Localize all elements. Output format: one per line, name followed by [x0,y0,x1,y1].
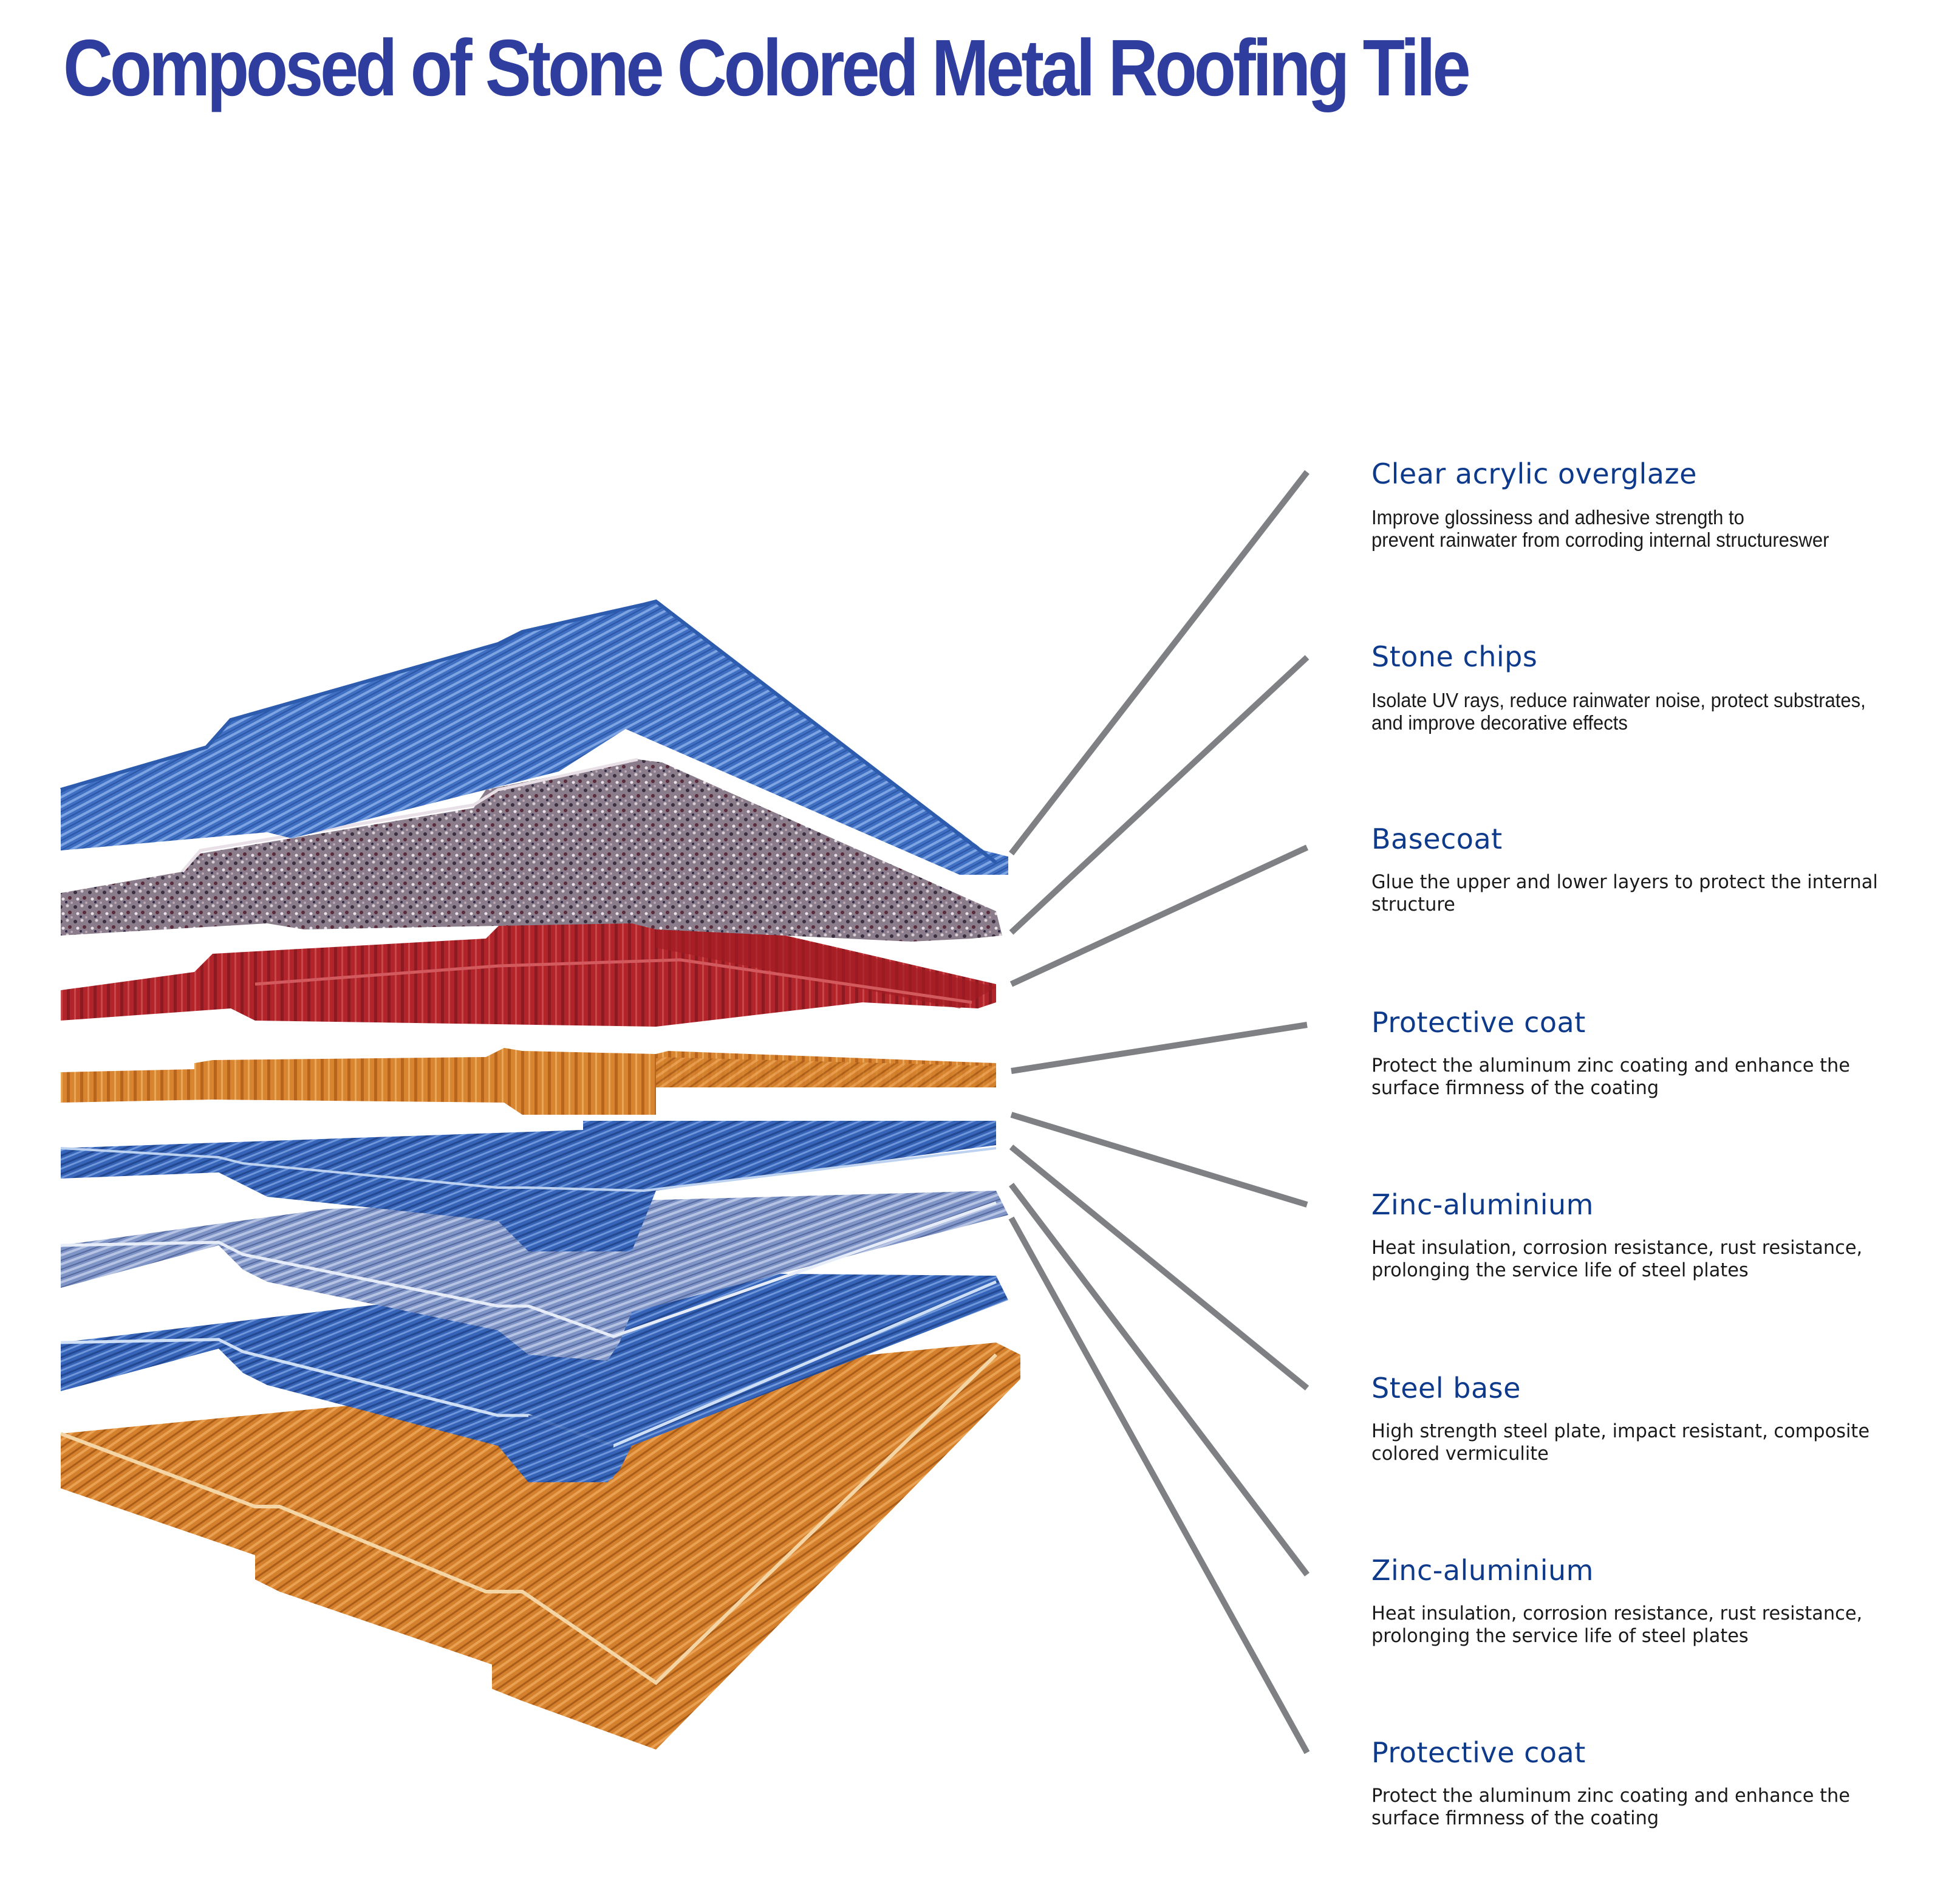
layer-description: High strength steel plate, impact resist… [1371,1420,1870,1465]
layer-steel-base [60,1191,1008,1361]
layer-label-basecoat: Basecoat Glue the upper and lower layers… [1371,825,1942,916]
layer-title: Steel base [1371,1372,1521,1405]
layer-description: Protect the aluminum zinc coating and en… [1371,1785,1850,1829]
layer-clear-acrylic-overglaze [60,599,1008,875]
layer-zinc-aluminium-upper [60,1121,997,1251]
leader-lines [1008,470,1310,1754]
layer-zinc-aluminium-lower [60,1273,1008,1482]
leader-line-protective-coat-1 [1011,1022,1308,1074]
layer-title: Basecoat [1371,823,1503,855]
leader-line-stone-chips [1009,655,1310,935]
layer-label-zinc-aluminium-2: Zinc-aluminium Heat insulation, corrosio… [1371,1556,1942,1648]
layer-description: Isolate UV rays, reduce rainwater noise,… [1371,689,1866,734]
leader-line-steel-base [1009,1145,1310,1391]
layer-description: Protect the aluminum zinc coating and en… [1371,1055,1850,1099]
layer-description: Glue the upper and lower layers to prote… [1371,871,1878,915]
layer-title: Protective coat [1371,1736,1586,1769]
leader-line-basecoat [1009,844,1309,987]
layer-title: Zinc-aluminium [1371,1554,1594,1587]
leader-line-clear-acrylic [1009,470,1310,856]
layer-title: Zinc-aluminium [1371,1188,1594,1221]
layer-label-stone-chips: Stone chips Isolate UV rays, reduce rain… [1371,643,1942,734]
layer-title: Protective coat [1371,1006,1586,1039]
layer-title: Clear acrylic overglaze [1371,457,1697,490]
layer-title: Stone chips [1371,640,1538,673]
layer-protective-coat-top [61,1048,996,1115]
page-title: Composed of Stone Colored Metal Roofing … [63,23,1471,112]
layer-description: Improve glossiness and adhesive strength… [1371,506,1829,551]
layer-description: Heat insulation, corrosion resistance, r… [1371,1237,1863,1281]
layer-stone-chips [61,758,1002,942]
leader-line-protective-coat-2 [1008,1216,1310,1754]
leader-line-zinc-aluminium-1 [1010,1112,1308,1208]
layer-label-clear-acrylic-overglaze: Clear acrylic overglaze Improve glossine… [1371,460,1942,551]
layer-label-protective-coat-1: Protective coat Protect the aluminum zin… [1371,1008,1942,1100]
layer-label-zinc-aluminium-1: Zinc-aluminium Heat insulation, corrosio… [1371,1191,1942,1282]
layer-label-steel-base: Steel base High strength steel plate, im… [1371,1374,1942,1465]
layer-description: Heat insulation, corrosion resistance, r… [1371,1603,1863,1647]
leader-line-zinc-aluminium-2 [1009,1182,1310,1577]
layer-label-protective-coat-2: Protective coat Protect the aluminum zin… [1371,1739,1942,1830]
layer-protective-coat-bottom [60,1343,1020,1750]
